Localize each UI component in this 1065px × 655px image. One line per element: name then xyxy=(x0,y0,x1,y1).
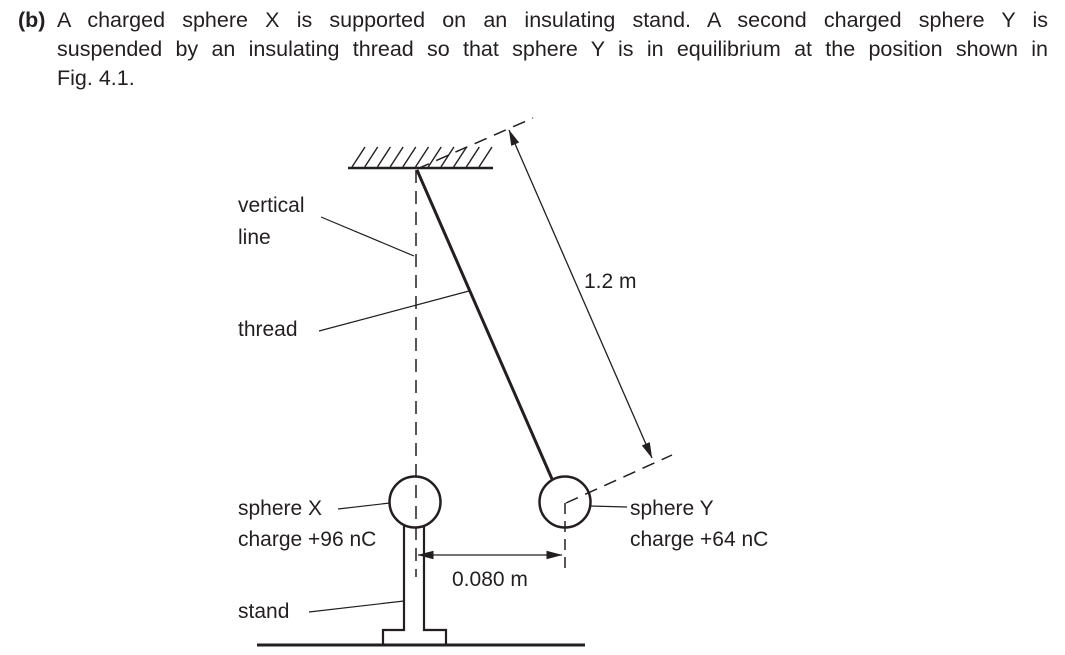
question-text-block: (b) A charged sphere X is supported on a… xyxy=(18,6,1048,93)
sphere-x-charge-label: charge +96 nC xyxy=(238,528,376,551)
extension-dashed-sphere-y xyxy=(565,454,673,504)
thread-label: thread xyxy=(238,318,298,341)
thread-line xyxy=(415,169,554,480)
sphere-x-leader xyxy=(337,502,391,510)
thread-length-value: 1.2 m xyxy=(584,270,637,293)
extension-dashed-top xyxy=(416,117,534,170)
thread-leader xyxy=(318,290,470,332)
question-line-1: A charged sphere X is supported on an in… xyxy=(57,8,1048,32)
sphere-y-charge-label: charge +64 nC xyxy=(630,528,768,551)
question-line-3: Fig. 4.1. xyxy=(57,66,135,90)
sphere-x-circle xyxy=(388,475,442,529)
question-line-2: suspended by an insulating thread so tha… xyxy=(57,37,1048,61)
vertical-line-label-1: vertical xyxy=(238,194,305,217)
sphere-y-label: sphere Y xyxy=(630,497,714,520)
stand-leader xyxy=(308,600,405,613)
vertical-line-label-2: line xyxy=(238,226,271,249)
vertical-line-leader xyxy=(320,216,415,257)
question-paragraph: A charged sphere X is supported on an in… xyxy=(57,6,1048,93)
question-part-label: (b) xyxy=(18,8,46,32)
sphere-x-label: sphere X xyxy=(238,497,322,520)
sphere-y-leader xyxy=(589,505,628,508)
thread-length-dimension-line xyxy=(508,129,653,459)
ceiling-hatching xyxy=(351,146,493,168)
sphere-y-circle xyxy=(538,475,592,529)
stand-shape xyxy=(381,526,448,644)
stand-label: stand xyxy=(238,600,289,623)
separation-value: 0.080 m xyxy=(452,568,528,591)
